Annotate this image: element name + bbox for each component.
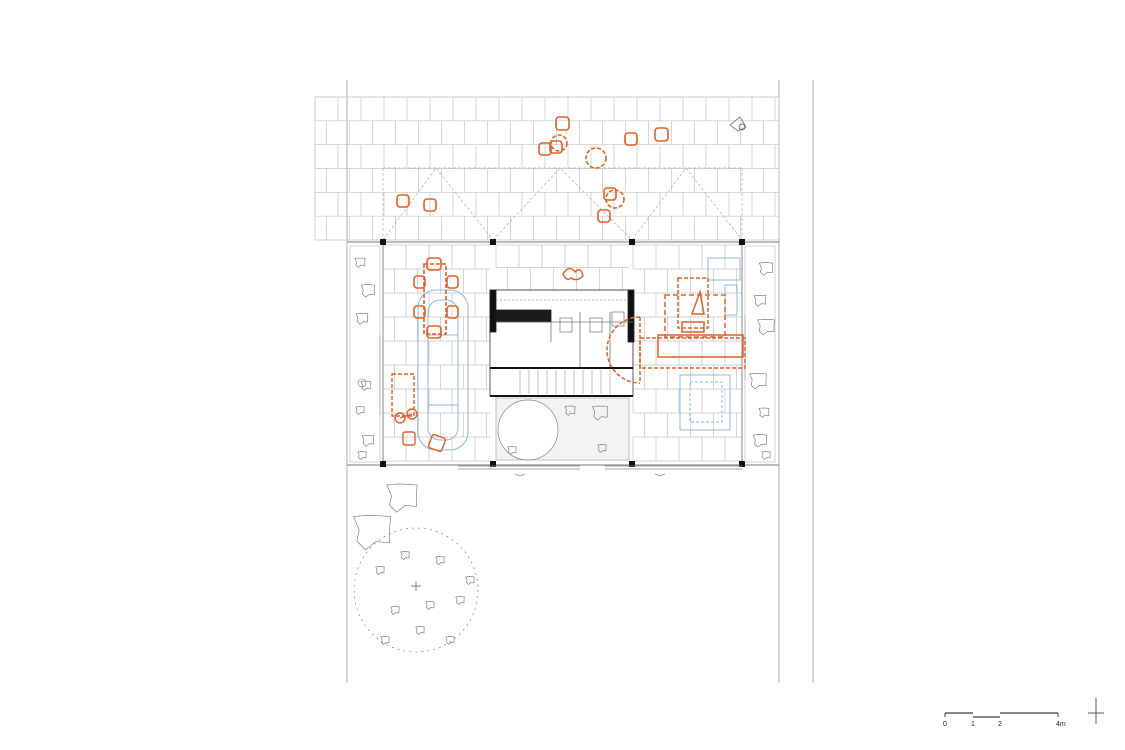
building-outline [347, 241, 779, 466]
shrub-symbol [355, 312, 369, 325]
terrace-paving [314, 96, 780, 241]
scale-label-0: 0 [943, 721, 947, 728]
shrub-symbol [361, 434, 375, 447]
property-lines [346, 80, 814, 683]
shrub-symbol [445, 636, 455, 645]
shrub-symbol [564, 405, 576, 416]
shrub-symbol [592, 405, 608, 421]
shrub-symbol [749, 372, 767, 390]
shrub-symbol [357, 451, 367, 460]
tree-symbol [353, 514, 391, 551]
terrace-chairs [396, 116, 669, 223]
planting-strip-right [744, 245, 776, 463]
shrub-symbol [435, 556, 445, 565]
scale-bar: 0 1 2 4m [943, 712, 1066, 728]
shrub-symbol [400, 551, 410, 560]
dining-table [413, 257, 459, 339]
shrub-symbol [455, 596, 465, 605]
stair-treads [519, 370, 611, 394]
planting-strip-left [349, 245, 381, 463]
north-arrow [1088, 698, 1104, 724]
entry-marks [514, 473, 666, 477]
north-cross [411, 581, 421, 591]
shrub-symbol [355, 406, 365, 415]
shrub-symbol [465, 576, 475, 585]
tree-canopy [353, 527, 479, 653]
shrub-symbol [757, 318, 775, 336]
living-furniture [606, 277, 746, 384]
inner-garden [495, 397, 630, 461]
shrub-symbol [360, 380, 372, 391]
shrub-symbol [415, 626, 425, 635]
shrub-symbol [761, 451, 771, 460]
shrub-symbol [752, 434, 768, 448]
columns [380, 239, 745, 467]
shrub-symbol [507, 446, 517, 455]
flower-symbol [357, 378, 367, 388]
roof-ridge-lines [382, 167, 743, 241]
shrub-symbol [729, 116, 747, 132]
car-outline [417, 289, 469, 451]
shrub-symbol [425, 601, 435, 610]
scale-label-2: 2 [998, 721, 1002, 728]
scale-label-1: 1 [971, 721, 975, 728]
shrub-symbol [375, 566, 385, 575]
shrub-symbol [380, 636, 390, 645]
garden-trees [353, 405, 608, 653]
shrub-symbol [758, 262, 774, 276]
dog-outline [562, 267, 584, 281]
workshop-furniture [391, 373, 447, 453]
shrub-symbol [753, 294, 767, 307]
shrub-symbol [758, 407, 770, 418]
shrub-symbol [597, 444, 607, 453]
bicycle-outline [394, 408, 418, 424]
central-core [489, 289, 635, 397]
shrub-symbol [390, 606, 400, 615]
tree-symbol [386, 483, 418, 513]
shrub-symbol [354, 257, 366, 268]
shrub-symbol [360, 284, 376, 298]
scale-label-4m: 4m [1056, 721, 1066, 728]
bedroom-furniture [679, 257, 741, 431]
